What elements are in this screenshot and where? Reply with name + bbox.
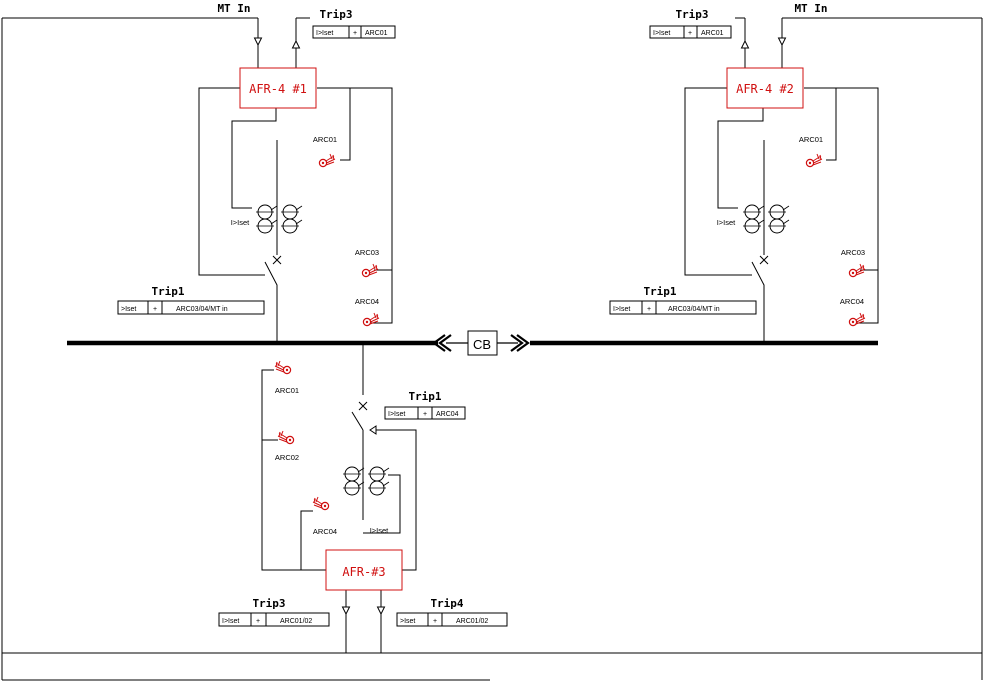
- arc-sensor-icon: [277, 430, 295, 445]
- relay3-trip1-cell-1: I>Iset: [388, 411, 405, 418]
- relay3-trip3-title: Trip3: [252, 597, 285, 610]
- breaker-x-icon: [358, 401, 368, 411]
- mt-in-arrow-icon: [254, 37, 262, 46]
- arc-sensor-icon: [362, 312, 380, 327]
- relay3-sensor-label-1: ARC01: [275, 386, 299, 395]
- breaker-x-icon: [272, 255, 282, 265]
- ct-pair-icon: [742, 204, 790, 234]
- relay2-trip3-cell-1: I>Iset: [653, 30, 670, 37]
- relay3-trip4-cell-1: >Iset: [400, 618, 415, 625]
- arc-sensor-icon: [361, 263, 379, 278]
- relay3-box[interactable]: [325, 549, 403, 591]
- relay3-name: AFR-#3: [342, 565, 385, 579]
- relay2-current-label: I>Iset: [717, 218, 736, 227]
- relay2-trip3-cell-2: +: [688, 30, 692, 37]
- relay2-trip1-cell-1: I>Iset: [613, 306, 630, 313]
- relay1-name: AFR-4 #1: [249, 82, 307, 96]
- ct-pair-icon: [255, 204, 303, 234]
- relay2-trip1-cell-2: +: [647, 306, 651, 313]
- busbar: [67, 334, 878, 352]
- relay1-trip1-cell-2: +: [153, 306, 157, 313]
- relay3-trip1-title: Trip1: [408, 390, 441, 403]
- relay3-sensor-label-3: ARC04: [313, 527, 337, 536]
- cb-box[interactable]: [467, 330, 498, 356]
- relay2-trip3-title: Trip3: [675, 8, 708, 21]
- relay2-trip1-title: Trip1: [643, 285, 676, 298]
- relay1-trip3-title: Trip3: [319, 8, 352, 21]
- arc-sensor-icon: [274, 360, 292, 375]
- relay1-trip1-cell-1: >Iset: [121, 306, 136, 313]
- relay2-mt-in-label: MT In: [794, 2, 827, 15]
- trip3-out-arrow-icon: [292, 40, 300, 49]
- relay3-trip3-cell-2: +: [256, 618, 260, 625]
- relay1-trip3-cell-2: +: [353, 30, 357, 37]
- relay1-sensor-label-3: ARC04: [355, 297, 379, 306]
- relay1-trip3-box: [312, 25, 396, 39]
- relay2-trip1-box: [609, 300, 757, 315]
- relay1-feeder: [198, 18, 393, 343]
- relay1-mt-in-label: MT In: [217, 2, 250, 15]
- arc-sensor-icon: [312, 496, 330, 511]
- relay1-trip1-box: [117, 300, 265, 315]
- relay2-trip1-cell-3: ARC03/04/MT in: [668, 306, 720, 313]
- outer-frame: [1, 17, 983, 681]
- arc-sensor-icon: [805, 153, 823, 168]
- relay3-trip4-box: [396, 612, 508, 627]
- cb-label: CB: [473, 337, 491, 352]
- breaker-x-icon: [759, 255, 769, 265]
- relay2-trip3-box: [649, 25, 732, 39]
- relay3-trip1-cell-2: +: [423, 411, 427, 418]
- relay3-trip3-cell-3: ARC01/02: [280, 618, 312, 625]
- relay1-box[interactable]: [239, 67, 317, 109]
- relay1-sensor-label-1: ARC01: [313, 135, 337, 144]
- relay3-trip1-box: [384, 406, 466, 420]
- trip4-out-arrow-icon: [377, 606, 385, 615]
- relay2-sensor-label-1: ARC01: [799, 135, 823, 144]
- relay3-trip3-cell-1: I>Iset: [222, 618, 239, 625]
- relay2-name: AFR-4 #2: [736, 82, 794, 96]
- relay2-feeder: [684, 18, 879, 343]
- chevron-right-icon: [510, 334, 530, 352]
- trip1-arrow-icon: [369, 425, 377, 435]
- relay3-sensor-label-2: ARC02: [275, 453, 299, 462]
- relay2-sensor-label-3: ARC04: [840, 297, 864, 306]
- relay3-trip4-cell-2: +: [433, 618, 437, 625]
- chevron-left-icon: [432, 334, 452, 352]
- relay2-box[interactable]: [726, 67, 804, 109]
- arc-sensor-icon: [848, 312, 866, 327]
- ct-pair-icon: [342, 466, 390, 496]
- trip3-out-arrow-icon: [741, 40, 749, 49]
- relay3-trip1-cell-3: ARC04: [436, 411, 459, 418]
- relay1-trip3-cell-1: I>Iset: [316, 30, 333, 37]
- relay1-trip1-cell-3: ARC03/04/MT in: [176, 306, 228, 313]
- relay1-sensor-label-2: ARC03: [355, 248, 379, 257]
- relay1-current-label: I>Iset: [231, 218, 250, 227]
- relay2-trip3-cell-3: ARC01: [701, 30, 724, 37]
- relay3-trip4-cell-3: ARC01/02: [456, 618, 488, 625]
- relay2-sensor-label-2: ARC03: [841, 248, 865, 257]
- relay3-trip4-title: Trip4: [430, 597, 463, 610]
- relay3-current-label: I>Iset: [370, 526, 389, 535]
- relay3-feeder: [261, 343, 417, 653]
- arc-sensor-icon: [848, 263, 866, 278]
- mt-in-arrow-icon: [778, 37, 786, 46]
- trip3-out-arrow-icon: [342, 606, 350, 615]
- relay1-trip3-cell-3: ARC01: [365, 30, 388, 37]
- relay1-trip1-title: Trip1: [151, 285, 184, 298]
- relay3-trip3-box: [218, 612, 330, 627]
- arc-sensor-icon: [318, 153, 336, 168]
